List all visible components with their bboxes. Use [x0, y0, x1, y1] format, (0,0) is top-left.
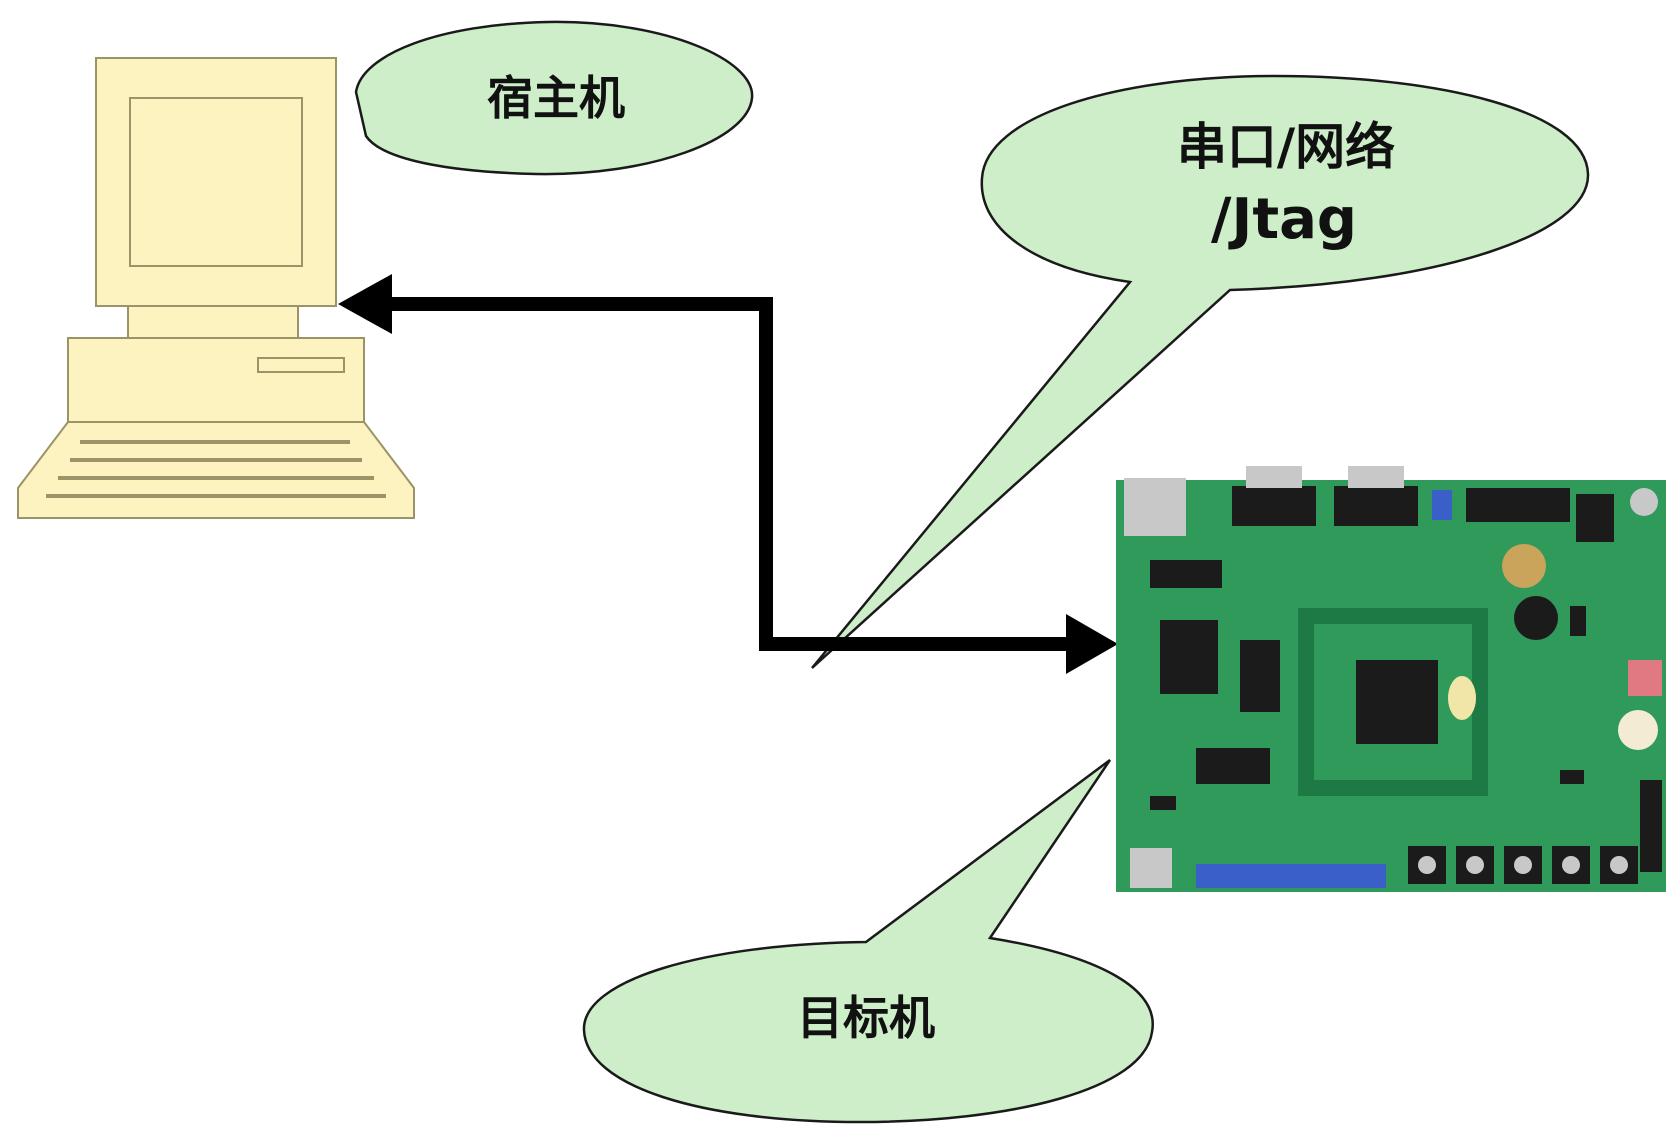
disk-drive-slot — [257, 357, 345, 373]
system-unit — [67, 337, 365, 423]
link-callout-line2: /Jtag — [1211, 187, 1357, 252]
desktop-computer-icon — [17, 57, 415, 519]
cpu-chip — [1356, 660, 1438, 744]
arrow-head-to-host — [338, 274, 392, 334]
link-callout-line1: 串口/网络 — [1177, 118, 1395, 176]
board-buttons — [1408, 846, 1638, 884]
target-callout: 目标机 — [582, 758, 1154, 1124]
keyboard — [17, 421, 415, 519]
target-callout-label: 目标机 — [797, 991, 935, 1045]
monitor-stand — [127, 305, 299, 339]
link-callout: 串口/网络 /Jtag — [811, 74, 1590, 669]
circuit-board-icon — [1116, 466, 1666, 892]
monitor-screen — [129, 97, 303, 267]
host-callout-label: 宿主机 — [487, 71, 625, 125]
arrow-head-to-target — [1066, 614, 1118, 674]
connection-arrow — [338, 274, 1118, 674]
host-callout: 宿主机 — [354, 20, 754, 176]
